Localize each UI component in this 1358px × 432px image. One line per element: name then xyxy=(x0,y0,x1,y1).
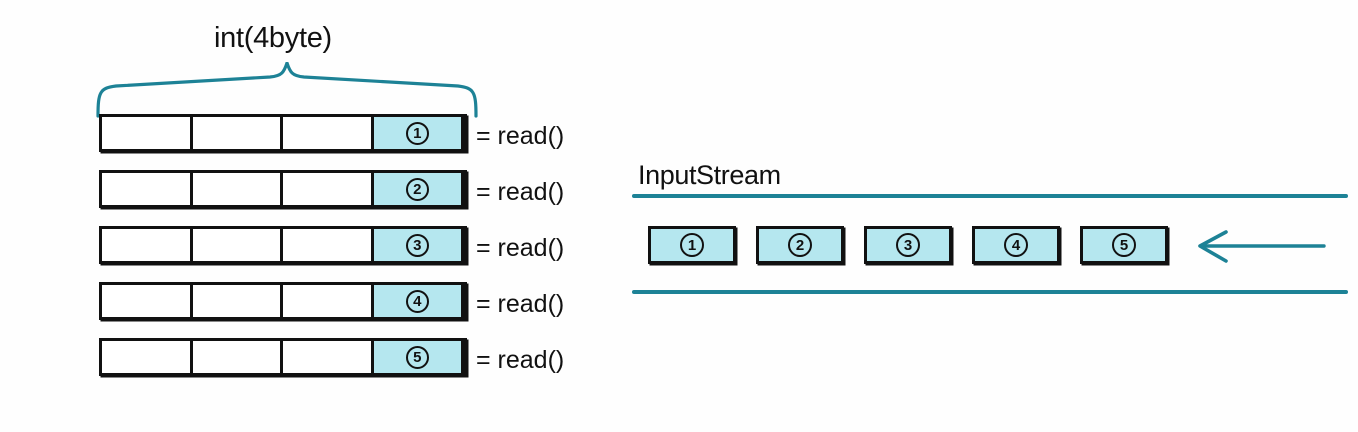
stream-byte-box: 2 xyxy=(756,226,844,264)
memory-row: 4 = read() xyxy=(99,282,564,320)
memory-row: 3 = read() xyxy=(99,226,564,264)
memory-rows: 1 = read() 2 = read() 3 = read() xyxy=(99,114,564,394)
memory-cell-filled: 4 xyxy=(373,285,464,317)
stream-byte-box: 5 xyxy=(1080,226,1168,264)
memory-cell-empty xyxy=(283,117,374,149)
memory-cell-empty xyxy=(102,173,193,205)
memory-cell-empty xyxy=(193,117,283,149)
circled-number-icon: 5 xyxy=(1112,233,1136,257)
memory-cell-empty xyxy=(102,285,193,317)
memory-row: 2 = read() xyxy=(99,170,564,208)
stream-byte-list: 1 2 3 4 5 xyxy=(648,226,1168,264)
memory-cell-empty xyxy=(283,341,374,373)
memory-row: 5 = read() xyxy=(99,338,564,376)
read-call-label: = read() xyxy=(476,234,565,262)
arrow-left-icon xyxy=(1192,228,1328,264)
read-call-label: = read() xyxy=(476,122,565,150)
circled-number-icon: 1 xyxy=(405,121,429,145)
memory-cell-filled: 1 xyxy=(373,117,464,149)
circled-number-icon: 2 xyxy=(405,177,429,201)
memory-cell-filled: 3 xyxy=(373,229,464,261)
stream-byte-box: 1 xyxy=(648,226,736,264)
memory-cell-filled: 2 xyxy=(373,173,464,205)
circled-number-icon: 1 xyxy=(680,233,704,257)
brace-icon xyxy=(92,57,482,118)
circled-number-icon: 5 xyxy=(405,345,429,369)
memory-cell-empty xyxy=(193,341,283,373)
stream-channel-top-line xyxy=(632,194,1348,198)
stream-channel-bottom-line xyxy=(632,290,1348,294)
memory-cell-empty xyxy=(283,229,374,261)
circled-number-icon: 4 xyxy=(1004,233,1028,257)
memory-cell-empty xyxy=(102,229,193,261)
circled-number-icon: 2 xyxy=(788,233,812,257)
read-call-label: = read() xyxy=(476,178,565,206)
circled-number-icon: 4 xyxy=(405,289,429,313)
memory-cell-empty xyxy=(193,229,283,261)
memory-cell-empty xyxy=(102,341,193,373)
input-stream-label: InputStream xyxy=(638,160,781,190)
memory-cell-empty xyxy=(193,173,283,205)
read-call-label: = read() xyxy=(476,346,565,374)
circled-number-icon: 3 xyxy=(405,233,429,257)
read-call-label: = read() xyxy=(476,290,565,318)
memory-cell-empty xyxy=(193,285,283,317)
memory-cell-empty xyxy=(102,117,193,149)
circled-number-icon: 3 xyxy=(896,233,920,257)
memory-cell-empty xyxy=(283,173,374,205)
int-size-label: int(4byte) xyxy=(214,22,332,54)
memory-cell-empty xyxy=(283,285,374,317)
stream-byte-box: 3 xyxy=(864,226,952,264)
stream-byte-box: 4 xyxy=(972,226,1060,264)
memory-row: 1 = read() xyxy=(99,114,564,152)
memory-cell-filled: 5 xyxy=(373,341,464,373)
